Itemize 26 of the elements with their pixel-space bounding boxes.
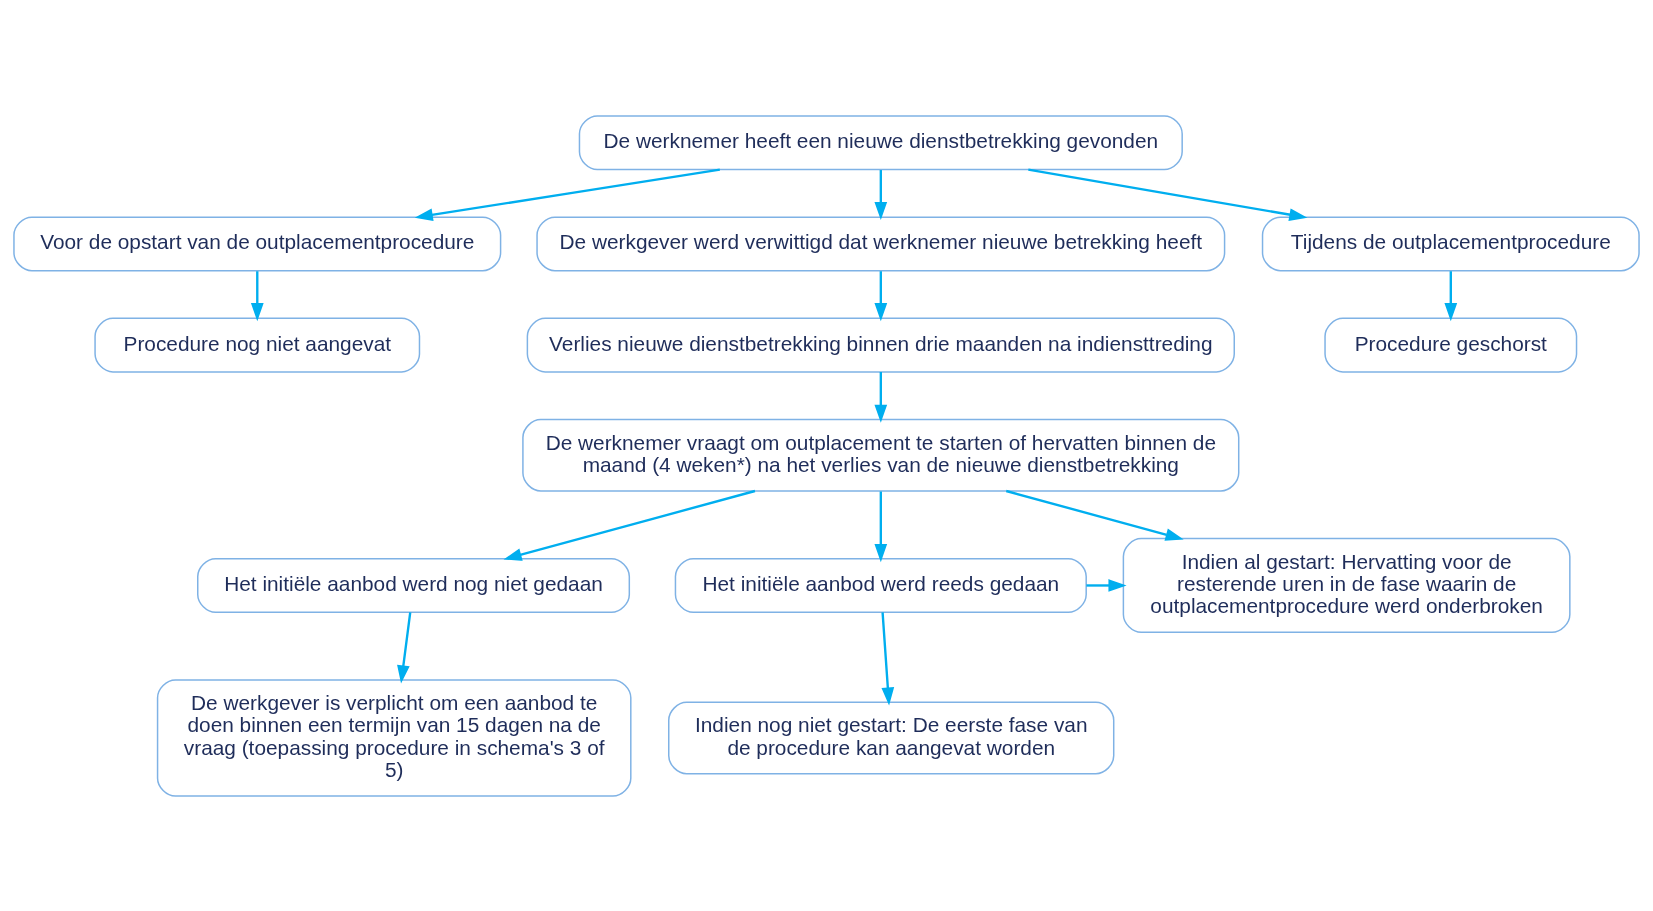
arrow [397, 611, 412, 683]
arrow [503, 489, 756, 561]
arrow [1028, 167, 1308, 221]
arrow [1444, 270, 1458, 321]
node-box: Indien al gestart: Hervatting voor de resterende uren in de fase waarin de outplacementprocedure werd onderbroken [1122, 537, 1571, 633]
node-box: Het initiële aanbod werd reeds gedaan [674, 557, 1087, 613]
node-box: De werkgever werd verwittigd dat werknemer nieuwe betrekking heeft [536, 215, 1226, 271]
node-box: Tijdens de outplacementprocedure [1261, 215, 1640, 271]
arrow [874, 270, 888, 321]
node-box: De werkgever is verplicht om een aanbod te doen binnen een termijn van 15 dagen na de vraag (toepassing procedure in schema's 3 of 5) [156, 678, 632, 797]
node-box: Indien nog niet gestart: De eerste fase van de procedure kan aangevat worden [668, 701, 1115, 774]
node-box: Het initiële aanbod werd nog niet gedaan [197, 557, 631, 613]
arrow [874, 491, 888, 562]
node-box: De werknemer heeft een nieuwe dienstbetrekking gevonden [578, 114, 1183, 170]
arrow [250, 270, 264, 321]
node-box: Procedure geschorst [1324, 317, 1578, 373]
arrow [881, 611, 895, 706]
arrow [1086, 578, 1127, 592]
arrow [414, 167, 720, 221]
node-box: Voor de opstart van de outplacementprocedure [13, 215, 502, 271]
node-box: De werknemer vraagt om outplacement te starten of hervatten binnen de maand (4 weken*) na het verlies van de nieuwe dienstbetrekking [522, 418, 1240, 492]
arrow [1005, 489, 1184, 541]
arrow [874, 371, 888, 423]
arrow [874, 169, 888, 220]
node-box: Verlies nieuwe dienstbetrekking binnen drie maanden na indiensttreding [526, 317, 1235, 373]
node-box: Procedure nog niet aangevat [94, 317, 421, 373]
